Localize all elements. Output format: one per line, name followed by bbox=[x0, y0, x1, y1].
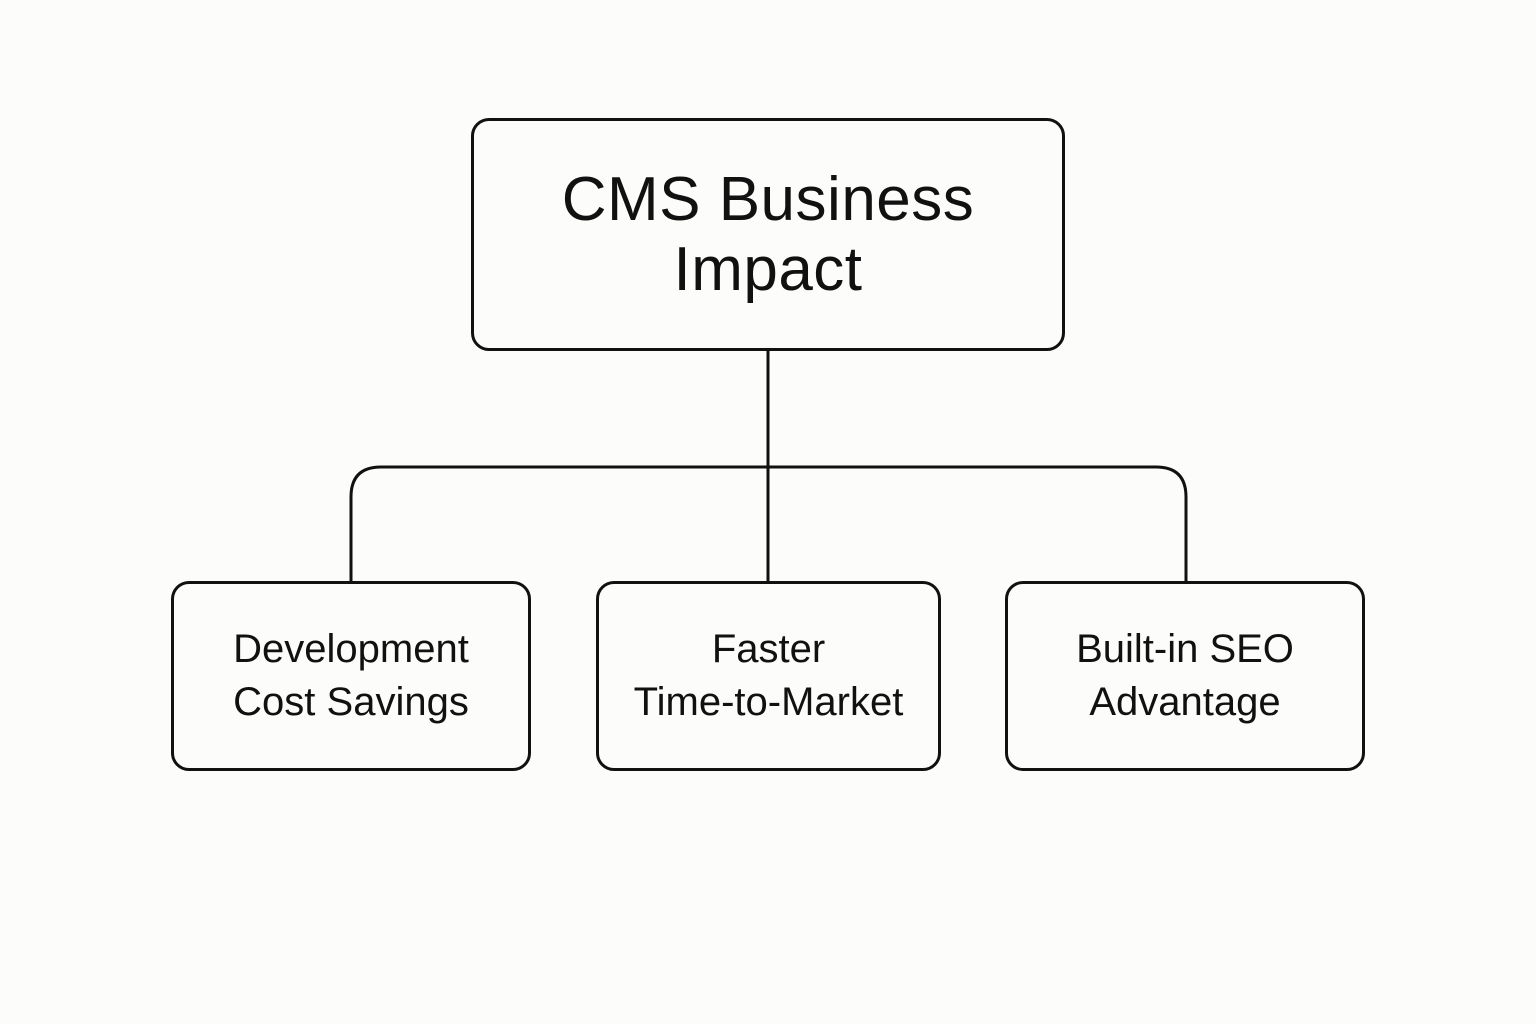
child-2-line-1: Faster bbox=[711, 627, 826, 671]
child-3-line-1: Built-in SEO bbox=[1076, 627, 1294, 671]
root-title-line-1: CMS Business bbox=[561, 164, 975, 234]
child-node-faster-time-to-market: Faster Time-to-Market bbox=[596, 581, 941, 771]
child-node-built-in-seo-advantage: Built-in SEO Advantage bbox=[1005, 581, 1365, 771]
root-title-line-2: Impact bbox=[673, 234, 863, 304]
child-3-line-2: Advantage bbox=[1089, 680, 1281, 724]
child-1-line-2: Cost Savings bbox=[233, 680, 469, 724]
root-node: CMS Business Impact bbox=[471, 118, 1065, 351]
child-1-line-1: Development bbox=[233, 627, 469, 671]
child-2-line-2: Time-to-Market bbox=[633, 680, 904, 724]
connector-horizontal-bar bbox=[349, 465, 1188, 581]
child-node-development-cost-savings: Development Cost Savings bbox=[171, 581, 531, 771]
